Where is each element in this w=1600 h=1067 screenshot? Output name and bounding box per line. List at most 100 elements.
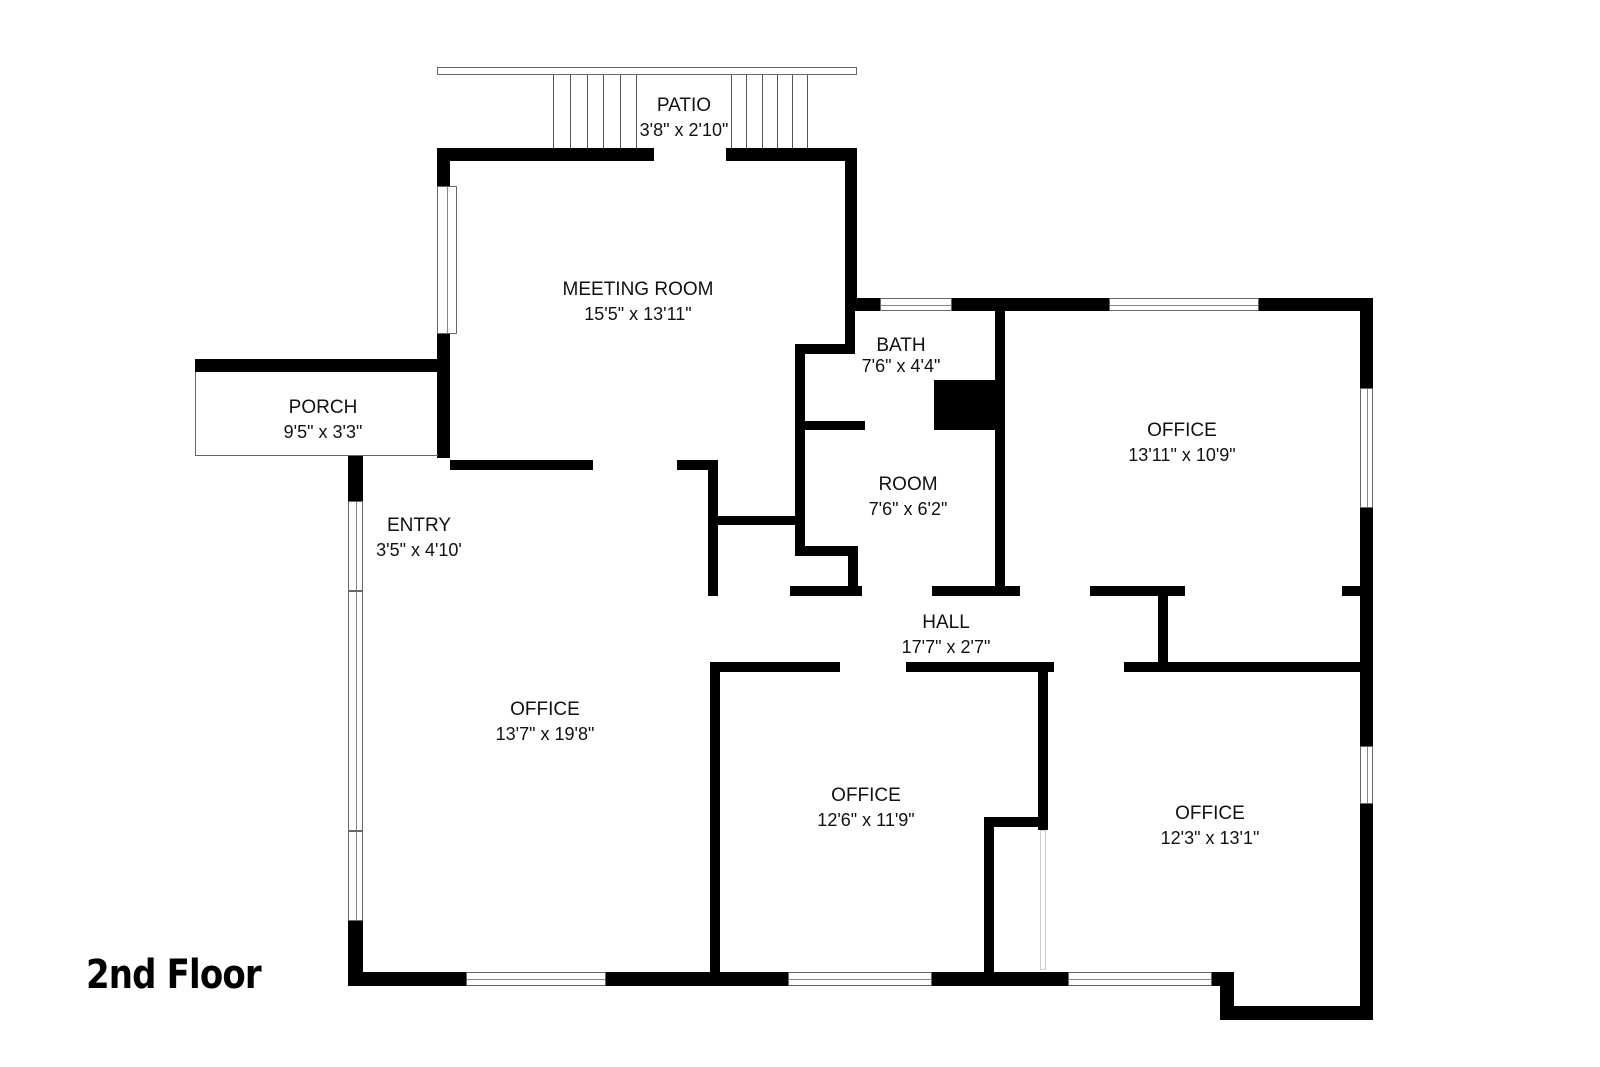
window	[788, 972, 932, 986]
wall	[726, 148, 857, 161]
room-name: OFFICE	[510, 699, 580, 720]
wall	[708, 460, 718, 596]
room-label-office-south-center: OFFICE 12'6" x 11'9"	[817, 783, 914, 833]
room-name: OFFICE	[831, 785, 901, 806]
wall	[1038, 662, 1048, 830]
room-name: OFFICE	[1147, 420, 1217, 441]
room-dims: 12'6" x 11'9"	[817, 810, 915, 830]
wall	[932, 586, 1020, 596]
window	[880, 298, 952, 311]
room-dims: 15'5" x 13'11"	[584, 304, 692, 324]
wall	[348, 921, 363, 986]
wall	[1360, 508, 1373, 746]
wall	[934, 380, 1004, 430]
wall	[677, 460, 717, 470]
room-label-hall: HALL 17'7" x 2'7"	[902, 610, 991, 660]
wall	[790, 586, 862, 596]
patio-baluster	[807, 75, 808, 148]
wall	[795, 546, 857, 556]
wall	[984, 817, 1048, 827]
wall	[437, 334, 450, 458]
room-dims: 7'6" x 4'4"	[861, 356, 941, 376]
window	[348, 831, 363, 921]
room-name: MEETING ROOM	[562, 279, 714, 300]
wall	[952, 298, 1109, 311]
window	[348, 501, 363, 591]
wall	[845, 298, 855, 354]
wall	[710, 662, 720, 982]
wall	[437, 148, 450, 186]
wall	[932, 972, 1068, 986]
wall	[710, 662, 840, 672]
room-dims: 3'5" x 4'10'	[376, 540, 462, 560]
room-dims: 9'5" x 3'3"	[283, 422, 363, 442]
wall	[1360, 298, 1373, 388]
window	[1360, 388, 1373, 508]
patio-baluster	[603, 75, 604, 148]
wall	[1259, 298, 1373, 311]
patio-baluster	[570, 75, 571, 148]
patio-baluster	[636, 75, 637, 148]
room-name: OFFICE	[1175, 803, 1245, 824]
room-label-meeting-room: MEETING ROOM 15'5" x 13'11"	[563, 277, 714, 327]
porch-outline	[195, 372, 438, 456]
room-label-entry: ENTRY 3'5" x 4'10'	[376, 513, 462, 563]
room-dims: 13'11" x 10'9"	[1128, 445, 1236, 465]
room-name: ENTRY	[386, 515, 452, 536]
wall	[906, 662, 1054, 672]
wall	[1342, 586, 1372, 596]
room-label-room: ROOM 7'6" x 6'2"	[869, 472, 948, 522]
wall	[1360, 804, 1373, 1020]
room-dims: 17'7" x 2'7"	[901, 637, 991, 657]
wall	[795, 421, 865, 430]
wall	[348, 456, 363, 501]
room-name: ROOM	[878, 474, 938, 495]
wall	[795, 344, 855, 354]
wall	[1158, 586, 1168, 666]
room-label-patio: PATIO 3'8" x 2'10"	[640, 93, 729, 143]
floor-title: 2nd Floor	[86, 952, 262, 998]
patio-baluster	[762, 75, 763, 148]
wall	[848, 546, 858, 594]
window	[1109, 298, 1259, 311]
room-dims: 3'8" x 2'10"	[639, 120, 729, 140]
room-dims: 7'6" x 6'2"	[868, 499, 948, 519]
patio-baluster	[587, 75, 588, 148]
window	[348, 591, 363, 831]
window	[437, 186, 457, 334]
wall	[995, 298, 1005, 594]
room-label-office-northeast: OFFICE 13'11" x 10'9"	[1128, 418, 1235, 468]
window	[466, 972, 606, 986]
wall	[450, 460, 593, 470]
wall	[348, 972, 466, 986]
wall	[716, 516, 805, 525]
room-dims: 12'3" x 13'1"	[1160, 828, 1260, 848]
patio-railing	[437, 67, 857, 75]
room-label-office-west: OFFICE 13'7" x 19'8"	[496, 697, 595, 747]
room-dims: 13'7" x 19'8"	[495, 724, 595, 744]
opening	[1040, 830, 1046, 970]
wall	[795, 344, 805, 556]
patio-baluster	[731, 75, 732, 148]
window	[1068, 972, 1212, 986]
patio-baluster	[620, 75, 621, 148]
wall	[195, 359, 450, 372]
wall	[1090, 586, 1185, 596]
room-name: PORCH	[288, 397, 358, 418]
wall	[1220, 1006, 1373, 1020]
room-label-porch: PORCH 9'5" x 3'3"	[284, 395, 363, 445]
room-label-office-southeast: OFFICE 12'3" x 13'1"	[1161, 801, 1260, 851]
wall	[1124, 662, 1372, 672]
wall	[984, 817, 994, 982]
wall	[845, 148, 857, 310]
wall	[437, 148, 654, 161]
patio-baluster	[777, 75, 778, 148]
wall	[606, 972, 788, 986]
room-label-bath: BATH 7'6" x 4'4"	[862, 335, 941, 377]
room-name: PATIO	[656, 95, 712, 116]
room-name: BATH	[876, 335, 926, 356]
window	[1360, 746, 1373, 804]
patio-baluster	[792, 75, 793, 148]
patio-baluster	[746, 75, 747, 148]
